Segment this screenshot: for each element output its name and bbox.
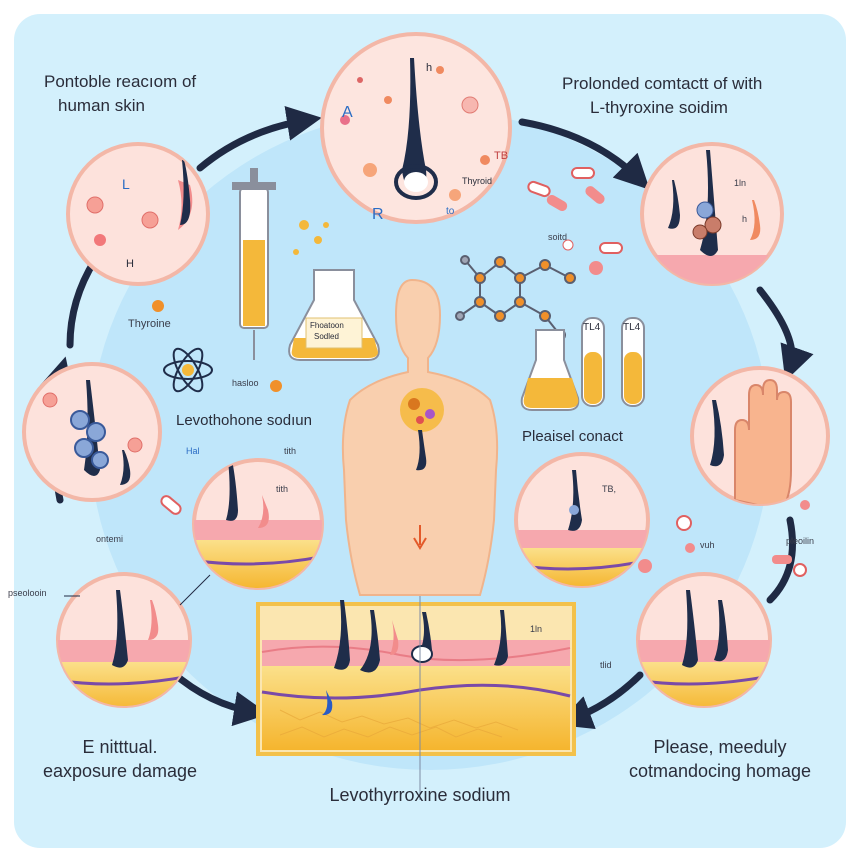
letter-h-top: h [426,62,433,74]
molecule [455,255,576,341]
letter-h-left: H [126,258,134,270]
left-upper-circle-skin [66,142,210,286]
label-tlid: tlid [600,660,612,670]
label-vuh: vuh [700,540,715,550]
tube-label-1: TL4 [583,322,601,333]
label-h-top-right: h [742,214,748,224]
label-soitd: soitd [548,232,568,242]
heading-top-left-line2: human skin [58,96,145,115]
label-1ln-top-right: 1ln [734,178,747,188]
arrow-bottom-right [556,671,644,730]
arrow-top-right [518,118,650,190]
heading-top-right-line2: L-thyroxine soidim [590,98,728,117]
flask-label-line2: Sodled [314,332,339,341]
human-silhouette [341,278,499,596]
particle [270,380,282,392]
flask [288,220,380,361]
beaker-and-tubes [520,317,645,411]
letter-a: A [342,104,353,121]
label-hal: Hal [186,446,200,456]
leader-lines [64,574,211,606]
particle [152,300,164,312]
heading-bottom-center: Levothyrroxine sodium [329,785,511,805]
heading-bottom-right-line2: cotmandocing homage [628,761,812,781]
label-pleasel-contact: Pleaisel conact [522,428,623,445]
label-ontemi: ontemi [96,534,124,544]
pills [160,167,810,577]
label-pleolin: pleoilin [786,536,815,546]
skin-cross-section [256,520,576,800]
right-mid-circle-hand [690,366,830,506]
letter-tb-top: TB [494,150,509,162]
label-tith-upper: tith [284,446,297,456]
label-pseolooin: pseolooin [8,588,47,598]
heading-bottom-right-line1: Please, meeduly [653,737,787,757]
label-tb: TB, [602,484,617,494]
top-circle-follicle [320,32,512,224]
arrow-right [756,286,814,382]
arrow-left-top [66,256,99,349]
letter-to: to [446,206,455,217]
heading-top-right-line1: Prolonded comtactt of with [562,74,763,93]
arrow-right-bottom [766,516,796,604]
letter-r: R [372,206,384,223]
left-lower-circle-skin-layers [192,458,324,590]
bottom-left-circle-skin-layers [56,572,192,708]
label-tith-lower: tith [276,484,289,494]
bottom-right-circle-skin-layers [636,572,772,708]
tube-label-2: TL4 [623,322,641,333]
letter-l: L [122,176,130,192]
letter-thyroid: Thyroid [462,176,493,186]
flask-label-line1: Fhoatoon [310,321,344,330]
label-levothone-sodium: Levothohone sodıun [176,412,312,429]
heading-bottom-left-line2: eaxposure damage [42,761,198,781]
arrow-top-left [196,106,322,172]
label-1ln-bottom: 1ln [530,624,543,634]
atom-icon [163,347,213,393]
left-mid-circle-cells [22,362,162,502]
label-hasloo: hasloo [232,378,259,388]
heading-bottom-left-line1: E nitttual. [82,737,158,757]
label-thyroxine: Thyroine [128,318,171,330]
syringe [232,168,276,360]
heading-top-left-line1: Pontoble reacıom of [44,72,197,91]
